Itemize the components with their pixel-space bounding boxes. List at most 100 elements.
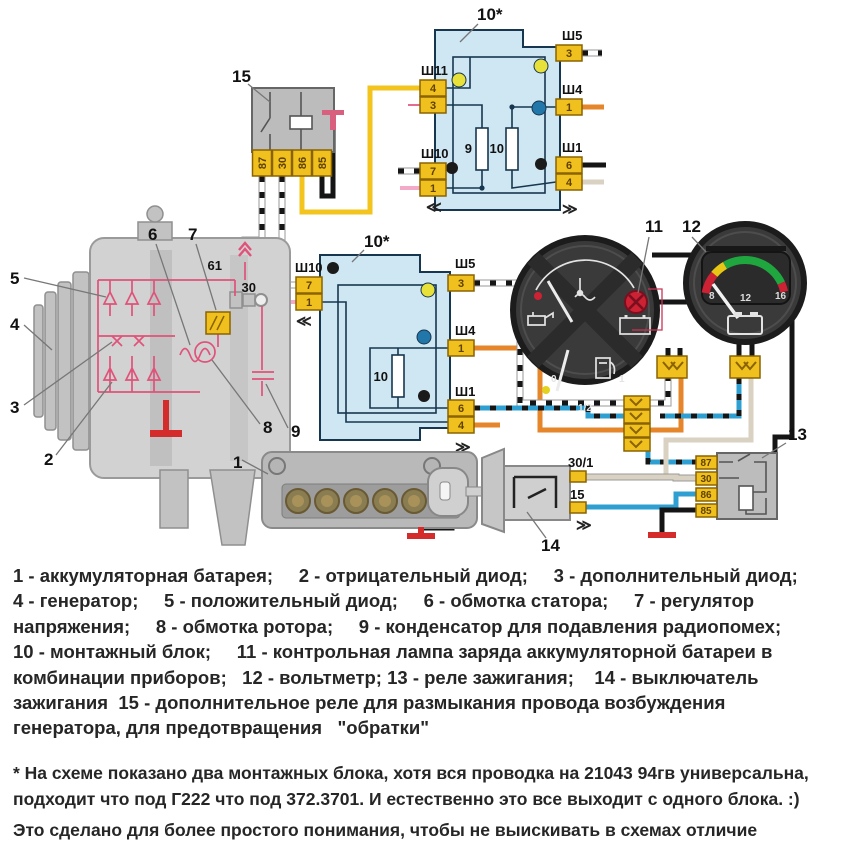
voltmeter-label: 12 xyxy=(682,217,701,236)
relay13-pin-30: 30 xyxy=(700,474,712,485)
tick-12: 12 xyxy=(740,293,752,304)
callout-2: 2 xyxy=(44,450,53,469)
sh10-top-label: Ш10 xyxy=(421,146,449,161)
fuel-reserve-dot xyxy=(542,386,550,394)
wire-striped-sh5-cluster xyxy=(474,279,672,407)
voltmeter-gauge: 8 12 16 12 xyxy=(682,217,807,345)
mounting-block-top: 9 10 10* Ш11 4 3 Ш10 7 1 Ш5 3 Ш4 1 Ш1 6 … xyxy=(419,5,583,218)
callout-4: 4 xyxy=(10,315,20,334)
dot-black xyxy=(327,262,339,274)
cluster-label: 11 xyxy=(645,217,663,236)
ground-icon-generator xyxy=(150,400,182,437)
sh11-label: Ш11 xyxy=(421,63,448,78)
sh1-top-pin-6: 6 xyxy=(566,160,572,172)
dot-blue xyxy=(416,329,432,345)
relay13-pin-87: 87 xyxy=(700,458,712,469)
dot-yellow xyxy=(451,72,467,88)
dot-black xyxy=(446,162,458,174)
dot-yellow xyxy=(533,58,549,74)
wire-bluestriped-sh1-relay13 xyxy=(474,405,696,465)
terminal-30-label: 30 xyxy=(242,280,256,295)
arrow-right-icon: ≫ xyxy=(576,517,592,534)
callout-9: 9 xyxy=(291,422,300,441)
generator-callouts: 5 4 3 2 6 7 8 9 xyxy=(10,225,300,469)
fuel-half: 1/2 xyxy=(578,403,592,414)
battery-plus-terminal xyxy=(268,457,286,475)
battery-icon xyxy=(727,312,763,335)
callout-8: 8 xyxy=(263,418,272,437)
callout-6: 6 xyxy=(148,225,157,244)
sh10-top-pin-7: 7 xyxy=(430,166,436,178)
generator: 61 30 5 4 3 2 6 7 8 9 xyxy=(10,205,300,546)
ignition-switch: 30/1 15 ≫ 14 xyxy=(427,447,593,555)
callout-7: 7 xyxy=(188,225,197,244)
sh4-mid-label: Ш4 xyxy=(455,323,476,338)
fuse-10-mid xyxy=(391,354,405,398)
connector-2pin xyxy=(656,355,688,379)
legend-line: генератора, для предотвращения "обратки" xyxy=(13,717,430,739)
relay15-internals xyxy=(260,92,313,150)
tick-8: 8 xyxy=(709,291,715,302)
sh10-mid-pin-7: 7 xyxy=(306,280,312,292)
sh11-pin-3: 3 xyxy=(430,100,436,112)
generator-schematic xyxy=(97,241,274,396)
fuse-10-mid-label: 10 xyxy=(374,369,388,384)
footnote: * На схеме показано два монтажных блока,… xyxy=(13,760,841,843)
terminal-61-label: 61 xyxy=(208,258,222,273)
legend-line: комбинации приборов; 12 - вольтметр; 13 … xyxy=(13,666,759,688)
dot-black xyxy=(535,158,547,170)
footnote-line: подходит что под Г222 что под 372.3701. … xyxy=(13,789,800,809)
voltmeter-scale xyxy=(701,256,789,295)
ground-icon-relay13 xyxy=(648,532,676,538)
relay15-pins: 87 30 86 85 xyxy=(251,149,333,177)
relay15-pin-30: 30 xyxy=(277,157,289,169)
sh1-mid-label: Ш1 xyxy=(455,384,475,399)
fuse-9 xyxy=(475,127,489,171)
ground-icon-relay15 xyxy=(322,110,344,130)
coolant-temp-icon xyxy=(574,278,596,301)
switch-contacts xyxy=(512,475,558,508)
legend-line: зажигания 15 - дополнительное реле для р… xyxy=(13,692,726,714)
arrow-right-icon: ≫ xyxy=(562,201,578,218)
callout-5: 5 xyxy=(10,269,19,288)
fuse-10-top-label: 10 xyxy=(490,141,504,156)
callout-1: 1 xyxy=(233,453,242,472)
wires xyxy=(241,49,795,533)
wire-connectors xyxy=(623,355,761,452)
battery: 1 xyxy=(233,451,478,539)
relay13-label: 13 xyxy=(788,425,807,444)
block-top-label: 10* xyxy=(477,5,503,24)
wire-tan-voltmeter-bus xyxy=(663,378,754,477)
wire-yellow-relay15-sh11 xyxy=(299,85,420,215)
wire-black-relay13-ground xyxy=(659,507,696,532)
terminal-15-label: 15 xyxy=(570,487,584,502)
fuse-9-label: 9 xyxy=(465,141,472,156)
dot-blue xyxy=(531,100,547,116)
relay15-pin-86: 86 xyxy=(297,157,309,169)
dot-black xyxy=(418,390,430,402)
relay15-pin-87: 87 xyxy=(257,157,269,169)
block-mid-label: 10* xyxy=(364,232,390,251)
charge-warning-lamp-icon xyxy=(624,290,648,314)
sh5-top-pin-3: 3 xyxy=(566,48,572,60)
switch-label: 14 xyxy=(541,536,560,555)
capacitor-icon xyxy=(252,306,274,396)
wire-gauge-stems xyxy=(665,342,755,356)
relay13-pin-85: 85 xyxy=(700,506,712,517)
relay13-pin-86: 86 xyxy=(700,490,712,501)
sh11-pin-4: 4 xyxy=(430,83,437,95)
legend-line: 10 - монтажный блок; 11 - контрольная ла… xyxy=(13,641,773,663)
relay-13: 87 30 86 85 13 xyxy=(648,425,807,538)
wire-bluestriped-voltmeter xyxy=(660,378,742,419)
sh1-mid-pin-6: 6 xyxy=(458,403,464,415)
sh1-top-label: Ш1 xyxy=(562,140,582,155)
connector-2pin xyxy=(729,355,761,379)
arrow-left-icon: ≪ xyxy=(426,199,442,216)
oil-pressure-icon xyxy=(527,311,554,326)
footnote-line: Это сделано для более простого понимания… xyxy=(13,820,758,840)
dot-yellow xyxy=(420,282,436,298)
arrow-left-icon: ≪ xyxy=(296,313,312,330)
legend-line: 1 - аккумуляторная батарея; 2 - отрицате… xyxy=(13,565,798,586)
ground-icon-battery xyxy=(407,527,435,539)
